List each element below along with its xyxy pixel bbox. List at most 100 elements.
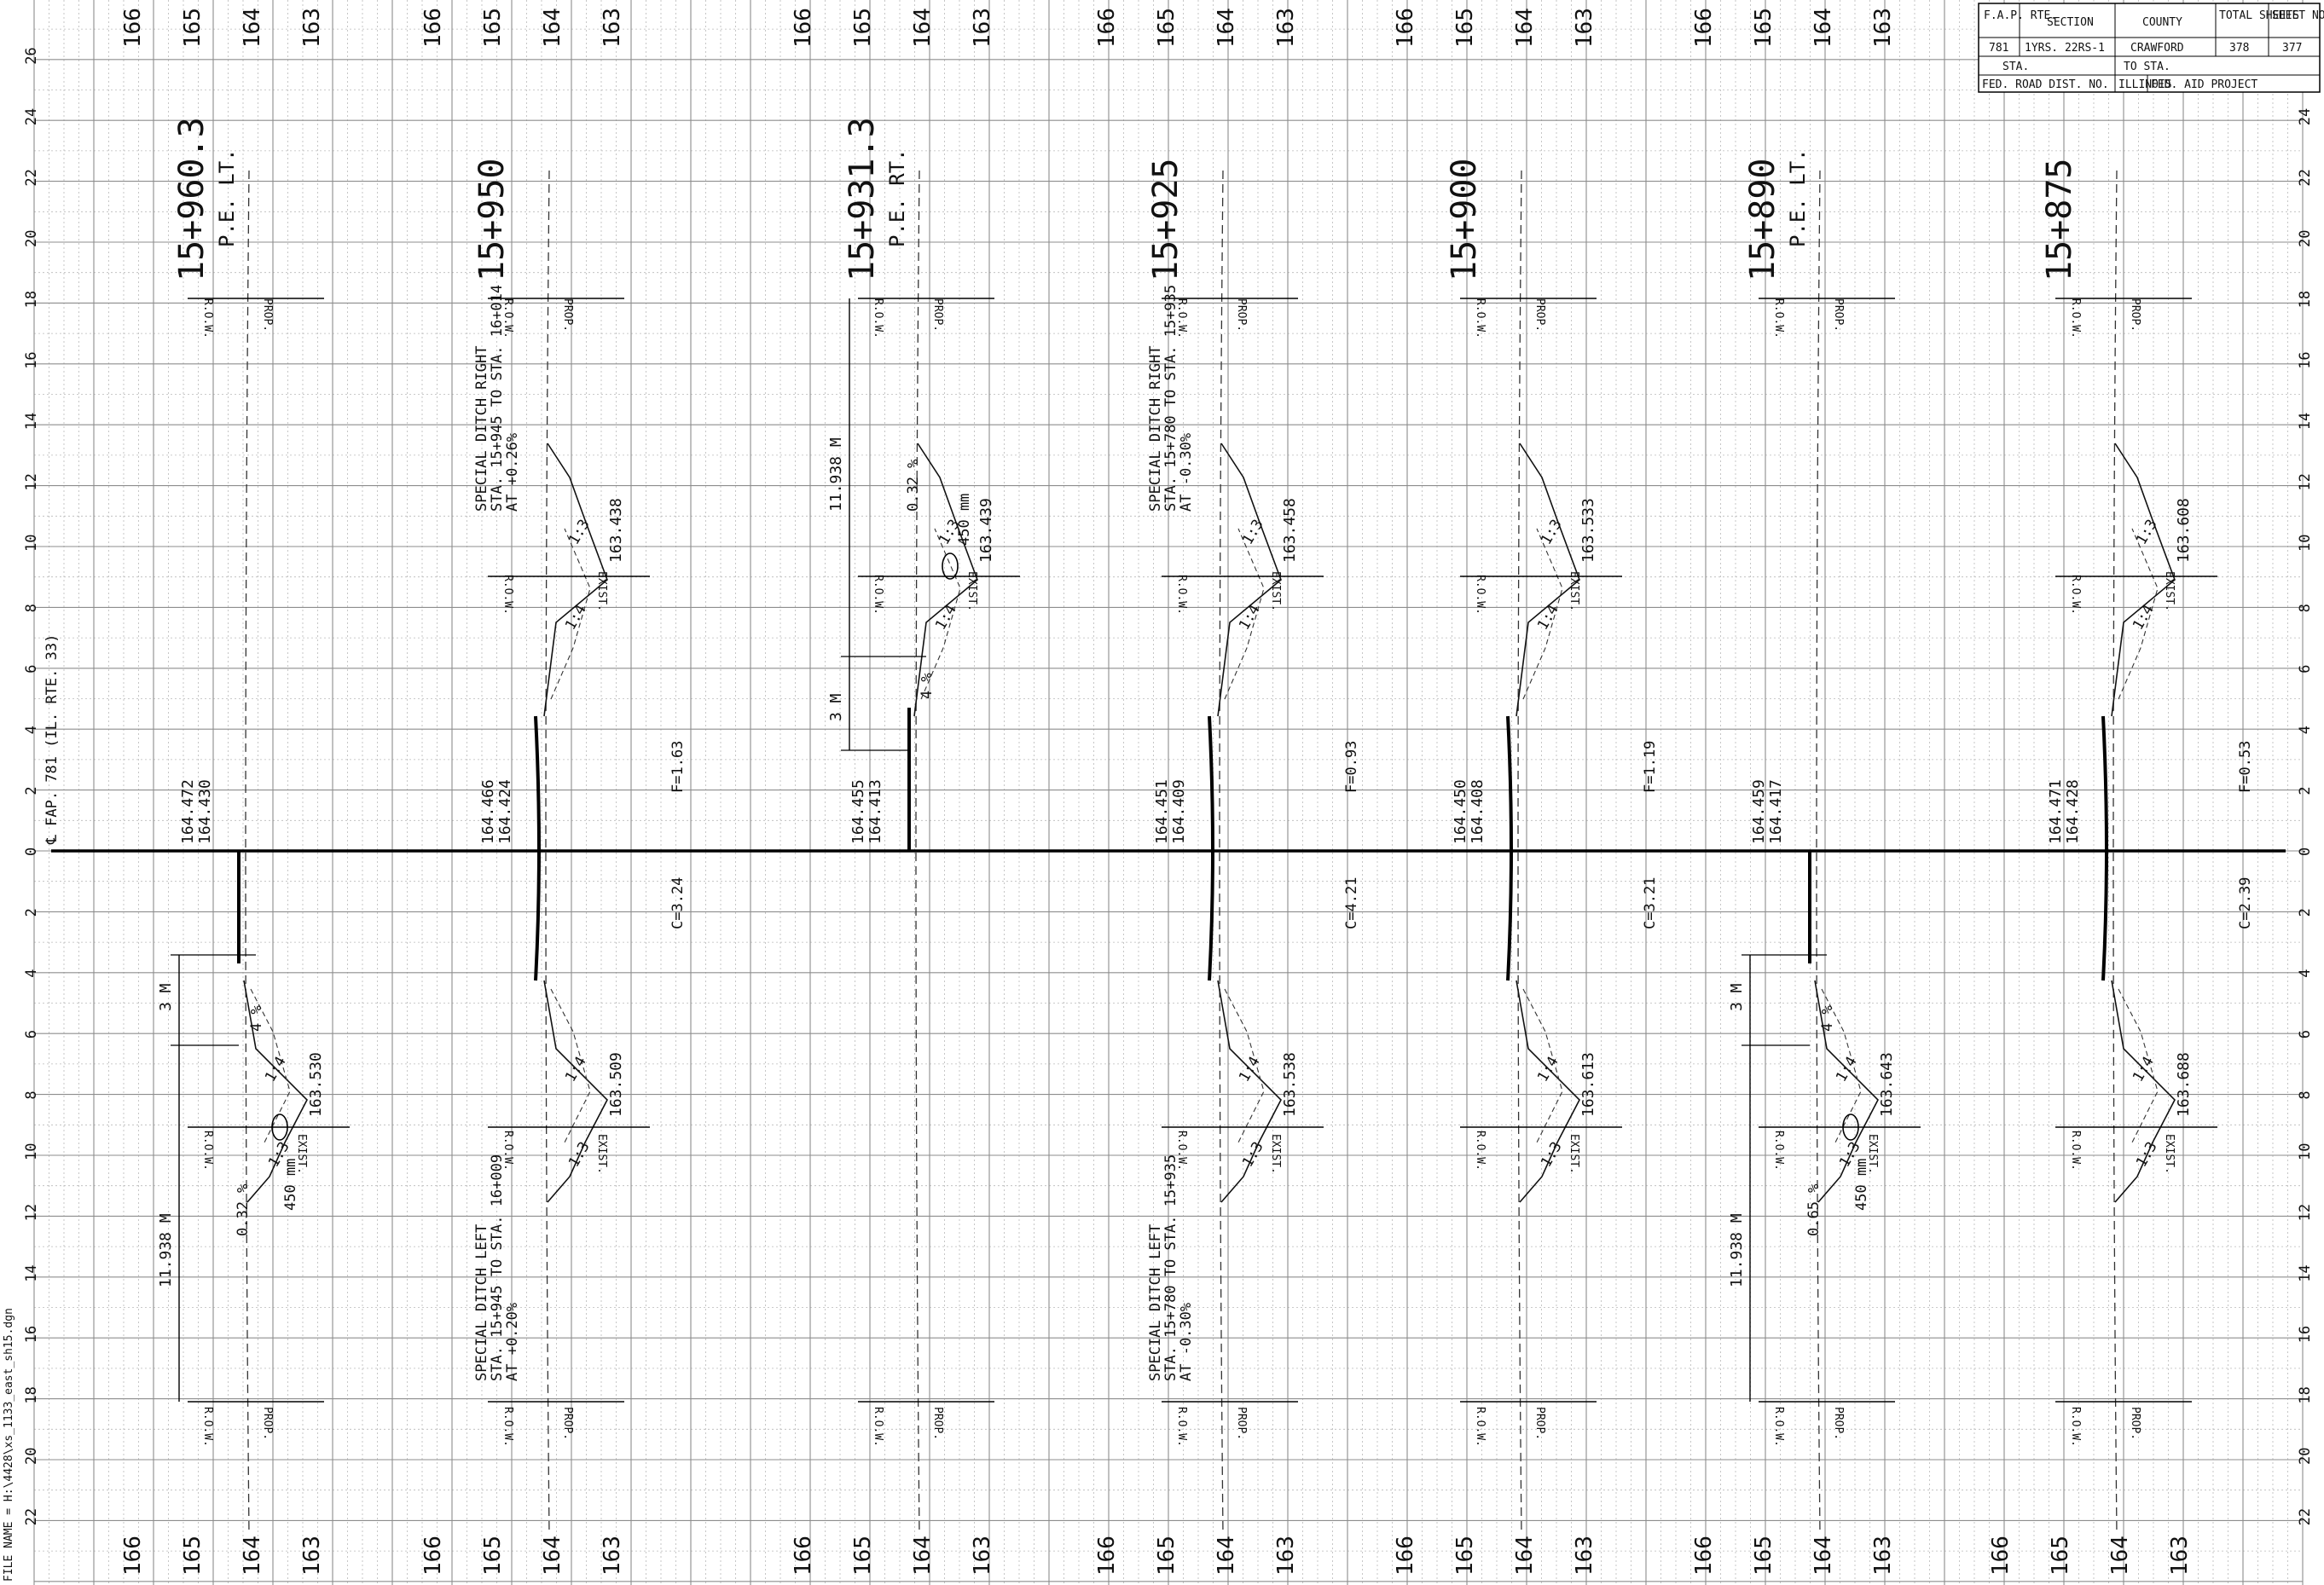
centerline-prop-elev: 164.455 [849, 779, 867, 844]
row-top-label: R.O.W. [501, 298, 514, 338]
pipe-culvert [1842, 1114, 1859, 1141]
left-ditch-elev: 163.613 [1579, 1052, 1597, 1117]
elevation-tick-top: 163 [1870, 8, 1896, 48]
offset-tick-left: 2 [23, 908, 40, 917]
existing-ground-line [915, 170, 920, 1536]
elevation-tick-bottom: 165 [1452, 1536, 1478, 1576]
pipe-culvert [271, 1114, 288, 1141]
elevation-tick-bottom: 165 [1154, 1536, 1179, 1576]
fill-value: F=0.53 [2237, 741, 2254, 793]
elevation-tick-top: 163 [1572, 8, 1597, 48]
centerline-exist-elev: 164.424 [496, 779, 514, 844]
elevation-tick-bottom: 164 [910, 1536, 936, 1576]
elevation-tick-top: 165 [1452, 8, 1478, 48]
prop-bottom-label: PROP. [931, 1407, 944, 1440]
elevation-tick-top: 165 [1751, 8, 1776, 48]
right-ditch-elev: 163.438 [607, 498, 625, 563]
row-top-label: R.O.W. [1772, 298, 1785, 338]
left-ditch-proposed [243, 980, 308, 1203]
elevation-tick-bottom: 163 [2167, 1536, 2193, 1576]
offset-tick-right: 22 [2297, 1508, 2314, 1525]
right-ditch-existing [1522, 528, 1563, 700]
ditch-grade: 0.32 % [235, 1184, 252, 1236]
offset-tick-right: 14 [2297, 413, 2314, 430]
offset-tick-right: 24 [2297, 108, 2314, 125]
elevation-tick-top: 165 [850, 8, 876, 48]
tb-sta: STA. [2002, 61, 2029, 73]
prop-bottom-label: PROP. [261, 1407, 274, 1440]
offset-tick-right: 20 [2297, 230, 2314, 247]
offset-tick-left: 8 [23, 1090, 40, 1099]
offset-tick-right: 14 [2297, 1264, 2314, 1281]
centerline-prop-elev: 164.459 [1750, 779, 1768, 844]
special-ditch-left-note: SPECIAL DITCH LEFT [1147, 1224, 1164, 1381]
right-ditch-existing [2118, 528, 2159, 700]
elevation-tick-top: 164 [1214, 8, 1239, 48]
row-top-label: R.O.W. [201, 298, 214, 338]
station-number: 15+931.3 [843, 117, 882, 281]
elevation-tick-top: 165 [180, 8, 206, 48]
centerline-exist-elev: 164.430 [196, 779, 214, 844]
offset-tick-right: 18 [2297, 1386, 2314, 1403]
offset-tick-left: 10 [23, 1143, 40, 1160]
special-ditch-right-note: SPECIAL DITCH RIGHT [1147, 346, 1164, 512]
offset-tick-left: 2 [23, 786, 40, 795]
centerline-prop-elev: 164.450 [1452, 779, 1469, 844]
cut-value: C=2.39 [2237, 877, 2254, 929]
prop-bottom-label: PROP. [561, 1407, 574, 1440]
elevation-tick-bottom: 166 [120, 1536, 146, 1576]
elevation-tick-bottom: 165 [2048, 1536, 2073, 1576]
offset-tick-left: 10 [23, 535, 40, 552]
row-label: R.O.W. [2069, 575, 2082, 615]
left-ditch-existing [1821, 988, 1862, 1143]
existing-ground-line [1219, 170, 1224, 1536]
elevation-tick-bottom: 163 [600, 1536, 625, 1576]
offset-tick-right: 18 [2297, 291, 2314, 308]
exist-label: EXIST. [2163, 1134, 2176, 1174]
left-ditch-proposed [1516, 980, 1580, 1203]
offset-tick-right: 4 [2297, 969, 2314, 978]
offset-tick-left: 20 [23, 1448, 40, 1465]
tb-fed-aid: FED. AID PROJECT [2151, 78, 2257, 91]
prop-top-label: PROP. [561, 298, 574, 332]
elevation-tick-top: 163 [600, 8, 625, 48]
offset-tick-left: 18 [23, 291, 40, 308]
prop-top-label: PROP. [261, 298, 274, 332]
dim-11938: 11.938 M [827, 437, 845, 512]
station-number: 15+925 [1146, 159, 1185, 282]
offset-tick-right: 4 [2297, 726, 2314, 734]
right-ditch-elev: 163.608 [2175, 498, 2193, 563]
elevation-tick-bottom: 163 [1572, 1536, 1597, 1576]
centerline-exist-elev: 164.409 [1170, 779, 1188, 844]
tb-section: SECTION [2047, 16, 2094, 29]
elevation-tick-bottom: 166 [791, 1536, 816, 1576]
dim-11938: 11.938 M [1728, 1213, 1746, 1287]
dim-3m: 3 M [157, 983, 175, 1011]
offset-tick-left: 4 [23, 726, 40, 734]
row-bottom-label: R.O.W. [1175, 1407, 1188, 1447]
offset-tick-right: 2 [2297, 786, 2314, 795]
prop-bottom-label: PROP. [2129, 1407, 2141, 1440]
offset-tick-left: 6 [23, 665, 40, 674]
elevation-tick-top: 166 [1094, 8, 1120, 48]
row-label: R.O.W. [2069, 1131, 2082, 1171]
offset-tick-right: 20 [2297, 1448, 2314, 1465]
right-ditch-proposed [913, 443, 978, 717]
existing-ground-line [1517, 170, 1522, 1536]
elevation-tick-bottom: 165 [180, 1536, 206, 1576]
exist-label: EXIST. [1568, 1134, 1580, 1174]
elevation-tick-bottom: 164 [240, 1536, 265, 1576]
exist-label: EXIST. [1269, 571, 1282, 611]
prop-top-label: PROP. [1832, 298, 1845, 332]
pipe-size: 450 mm [1853, 1159, 1870, 1211]
right-ditch-existing [1224, 528, 1265, 700]
tb-sheet-value: 377 [2282, 42, 2302, 55]
elevation-tick-top: 164 [540, 8, 565, 48]
left-ditch-proposed [1217, 980, 1282, 1203]
offset-tick-right: 2 [2297, 908, 2314, 917]
offset-tick-left: 24 [23, 108, 40, 125]
special-ditch-right-note: STA. 15+780 TO STA. 15+935 [1162, 285, 1179, 512]
